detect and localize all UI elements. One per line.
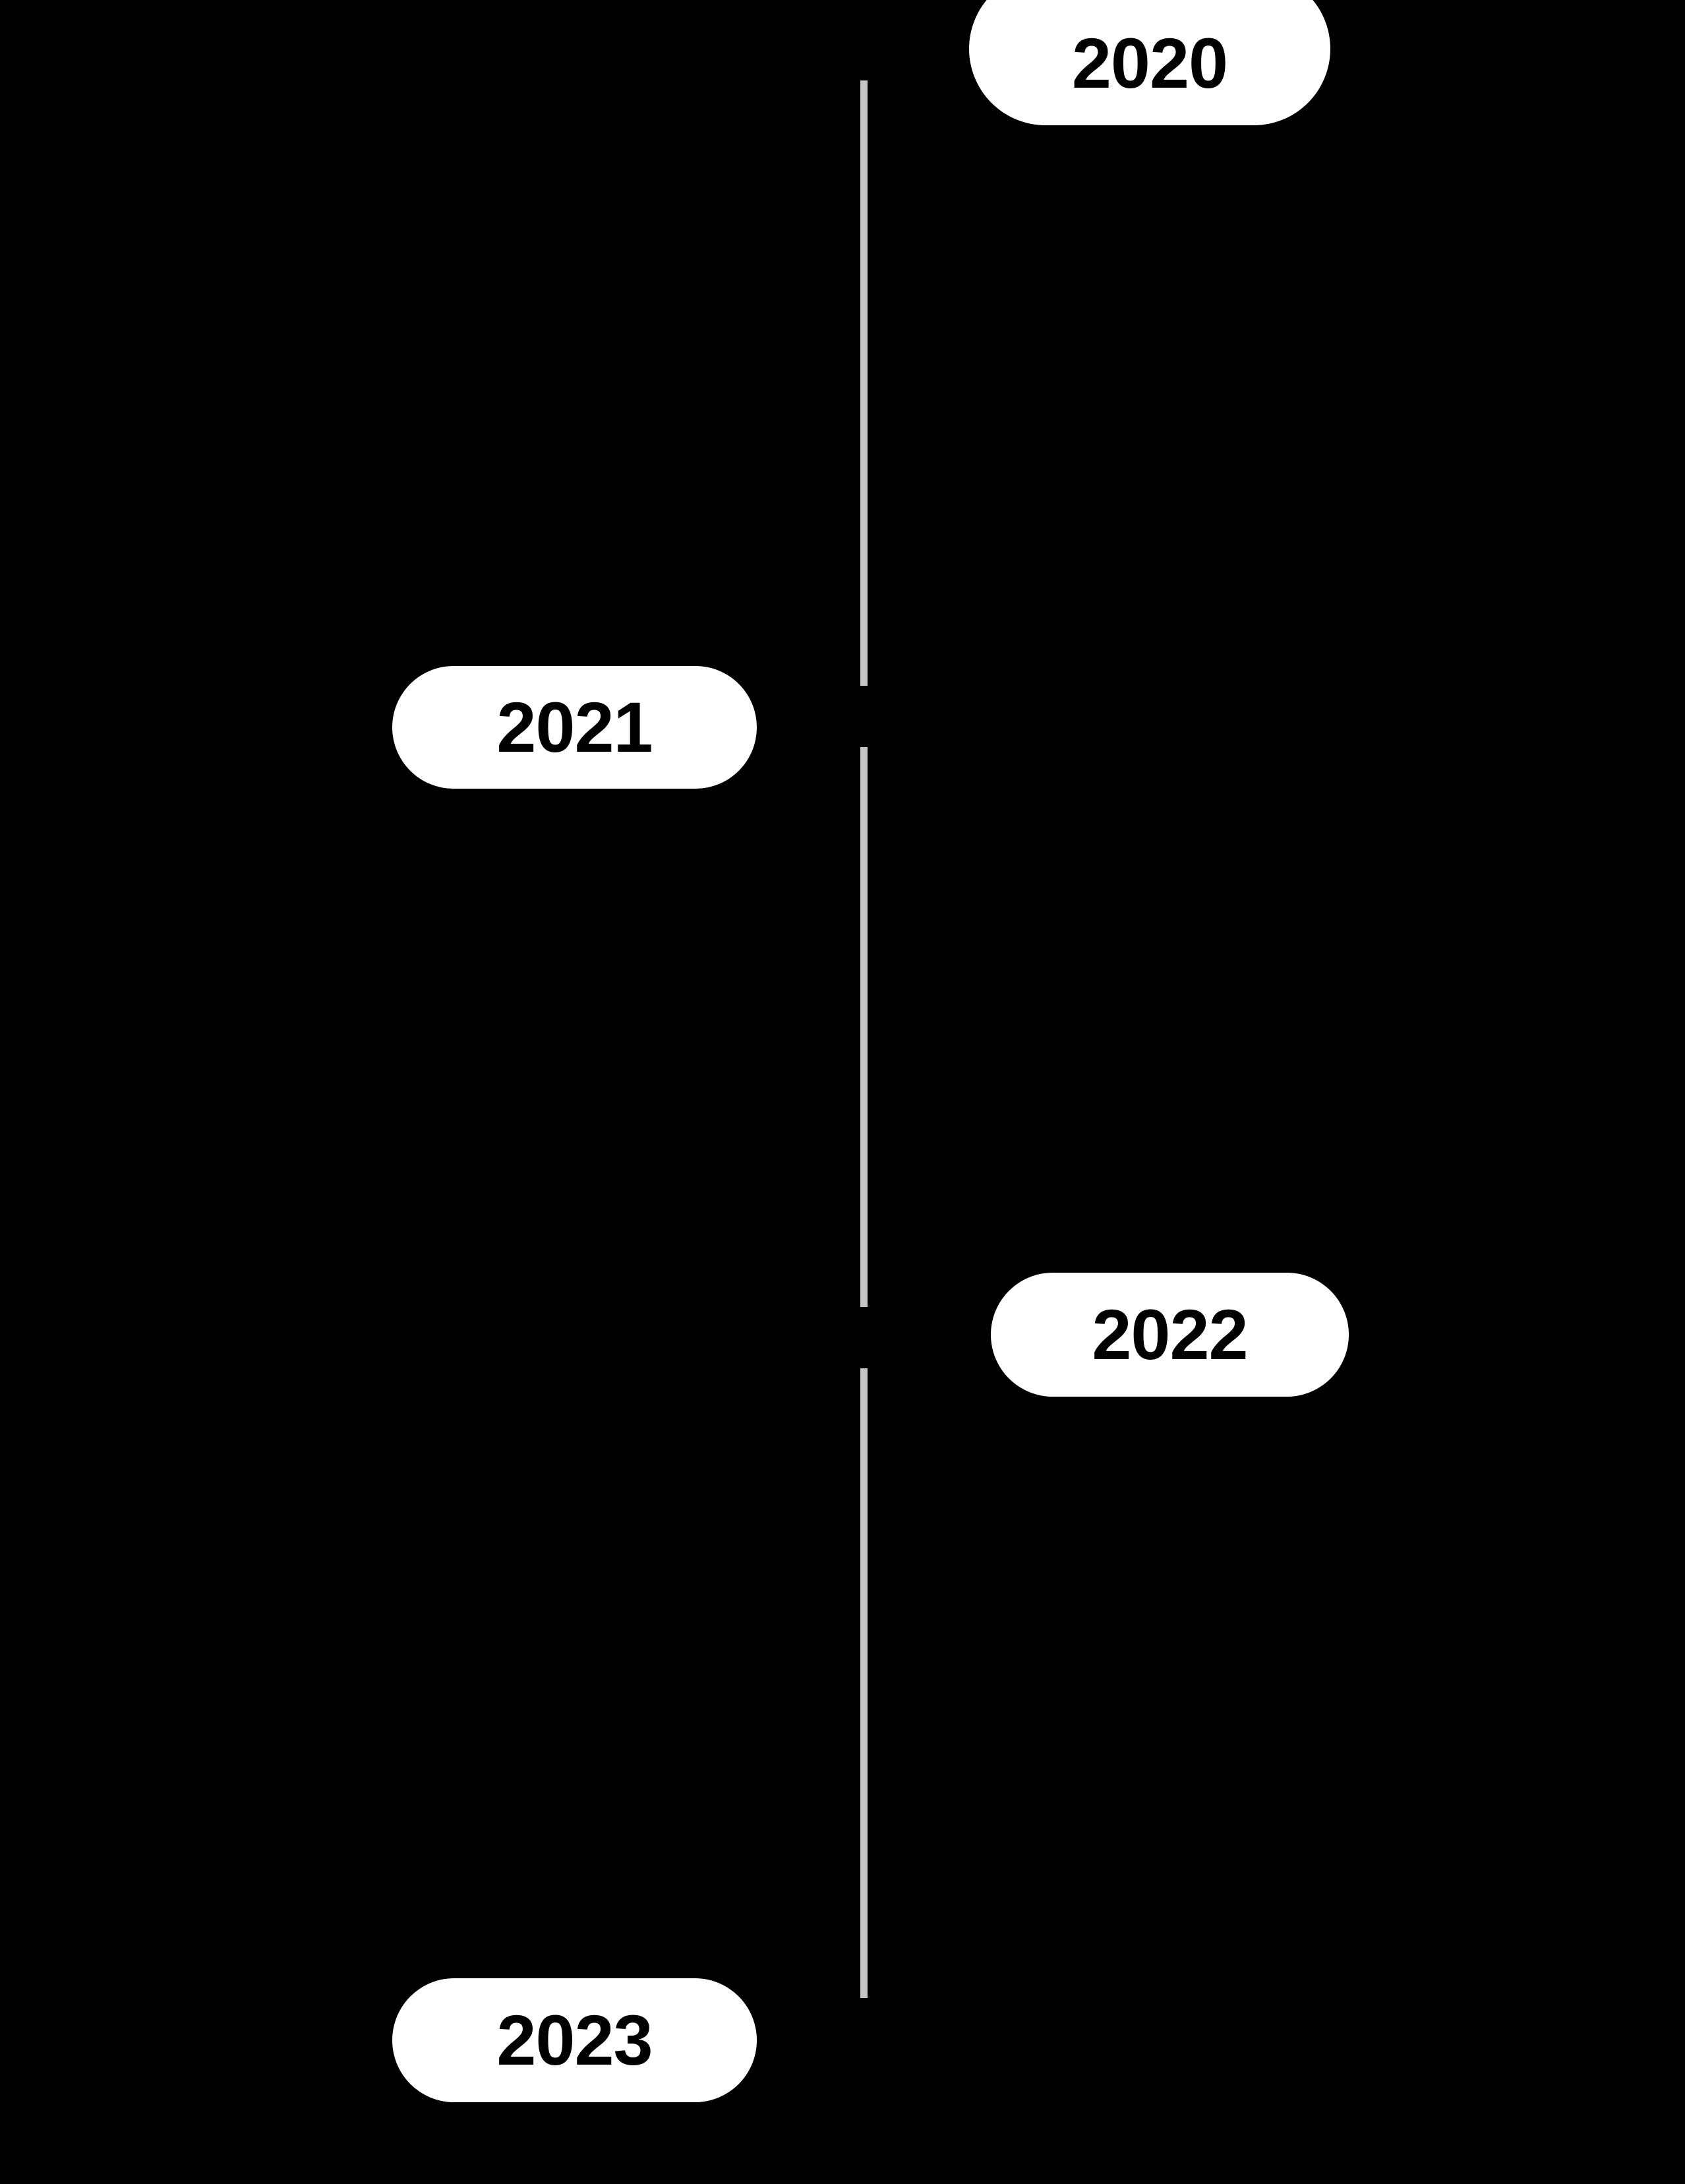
timeline-axis-segment-bottom bbox=[860, 1368, 868, 1998]
timeline-node-2023[interactable]: 2023 bbox=[392, 1978, 757, 2102]
timeline-node-2021[interactable]: 2021 bbox=[392, 666, 757, 789]
timeline-node-2020[interactable]: 2020 bbox=[969, 0, 1330, 125]
timeline-node-2022[interactable]: 2022 bbox=[991, 1273, 1349, 1397]
timeline-axis-segment-middle bbox=[860, 747, 868, 1307]
timeline-axis-segment-top bbox=[860, 80, 868, 686]
